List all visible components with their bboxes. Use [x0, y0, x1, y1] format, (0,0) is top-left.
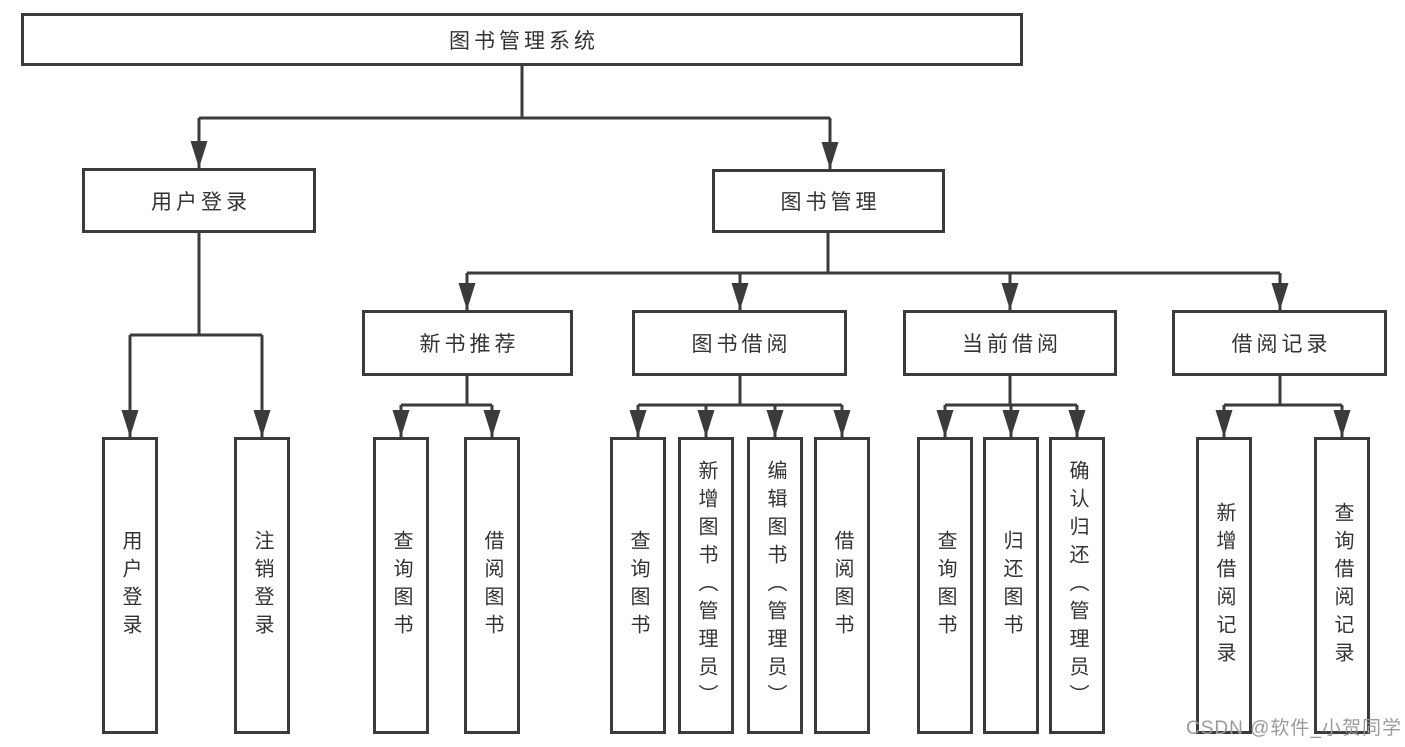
- leaf-logout-login-label: 注销登录: [251, 529, 273, 642]
- leaf-borrow-books-recommend: 借阅图书: [464, 437, 520, 734]
- leaf-borrow-books-borrowing: 借阅图书: [814, 437, 870, 734]
- node-book-management-label: 图书管理: [780, 191, 881, 214]
- node-library-system: 图书管理系统: [21, 13, 1023, 66]
- leaf-confirm-return-admin-label: 确认归还（管理员）: [1066, 459, 1088, 712]
- leaf-add-borrow-record-label: 新增借阅记录: [1213, 501, 1235, 670]
- arrowheads: [121, 141, 1351, 437]
- leaf-query-books-borrowing-label: 查询图书: [627, 529, 649, 642]
- leaf-confirm-return-admin: 确认归还（管理员）: [1049, 437, 1105, 734]
- leaf-add-borrow-record: 新增借阅记录: [1196, 437, 1252, 734]
- node-new-book-recommend-label: 新书推荐: [419, 333, 520, 356]
- node-new-book-recommend: 新书推荐: [362, 310, 573, 376]
- node-borrow-records: 借阅记录: [1172, 310, 1387, 376]
- node-current-borrowing-label: 当前借阅: [962, 333, 1062, 356]
- leaf-logout-login: 注销登录: [234, 437, 290, 734]
- csdn-watermark: CSDN @软件_小贺同学: [1186, 718, 1402, 739]
- node-book-borrowing-label: 图书借阅: [691, 333, 792, 356]
- node-current-borrowing: 当前借阅: [903, 310, 1117, 376]
- leaf-borrow-books-recommend-label: 借阅图书: [481, 529, 503, 642]
- node-user-login-label: 用户登录: [151, 190, 251, 214]
- leaf-add-book-admin-label: 新增图书（管理员）: [695, 459, 717, 712]
- node-borrow-records-label: 借阅记录: [1231, 333, 1332, 356]
- node-book-borrowing: 图书借阅: [632, 310, 847, 376]
- leaf-query-books-current: 查询图书: [917, 437, 973, 734]
- leaf-query-books-borrowing: 查询图书: [610, 437, 666, 734]
- leaf-query-borrow-record-label: 查询借阅记录: [1331, 501, 1353, 670]
- leaf-return-books-label: 归还图书: [1000, 529, 1022, 642]
- leaf-query-books-current-label: 查询图书: [934, 529, 956, 642]
- leaf-return-books: 归还图书: [983, 437, 1039, 734]
- leaf-query-borrow-record: 查询借阅记录: [1314, 437, 1370, 734]
- node-book-management: 图书管理: [712, 169, 945, 233]
- leaf-edit-book-admin: 编辑图书（管理员）: [747, 437, 803, 734]
- leaf-edit-book-admin-label: 编辑图书（管理员）: [764, 459, 786, 712]
- leaf-borrow-books-borrowing-label: 借阅图书: [831, 529, 853, 642]
- leaf-query-books-recommend-label: 查询图书: [390, 529, 412, 642]
- leaf-user-login-label: 用户登录: [119, 529, 141, 642]
- leaf-add-book-admin: 新增图书（管理员）: [678, 437, 734, 734]
- leaf-user-login: 用户登录: [102, 437, 158, 734]
- leaf-query-books-recommend: 查询图书: [373, 437, 429, 734]
- node-library-system-label: 图书管理系统: [449, 29, 599, 53]
- node-user-login: 用户登录: [82, 168, 316, 233]
